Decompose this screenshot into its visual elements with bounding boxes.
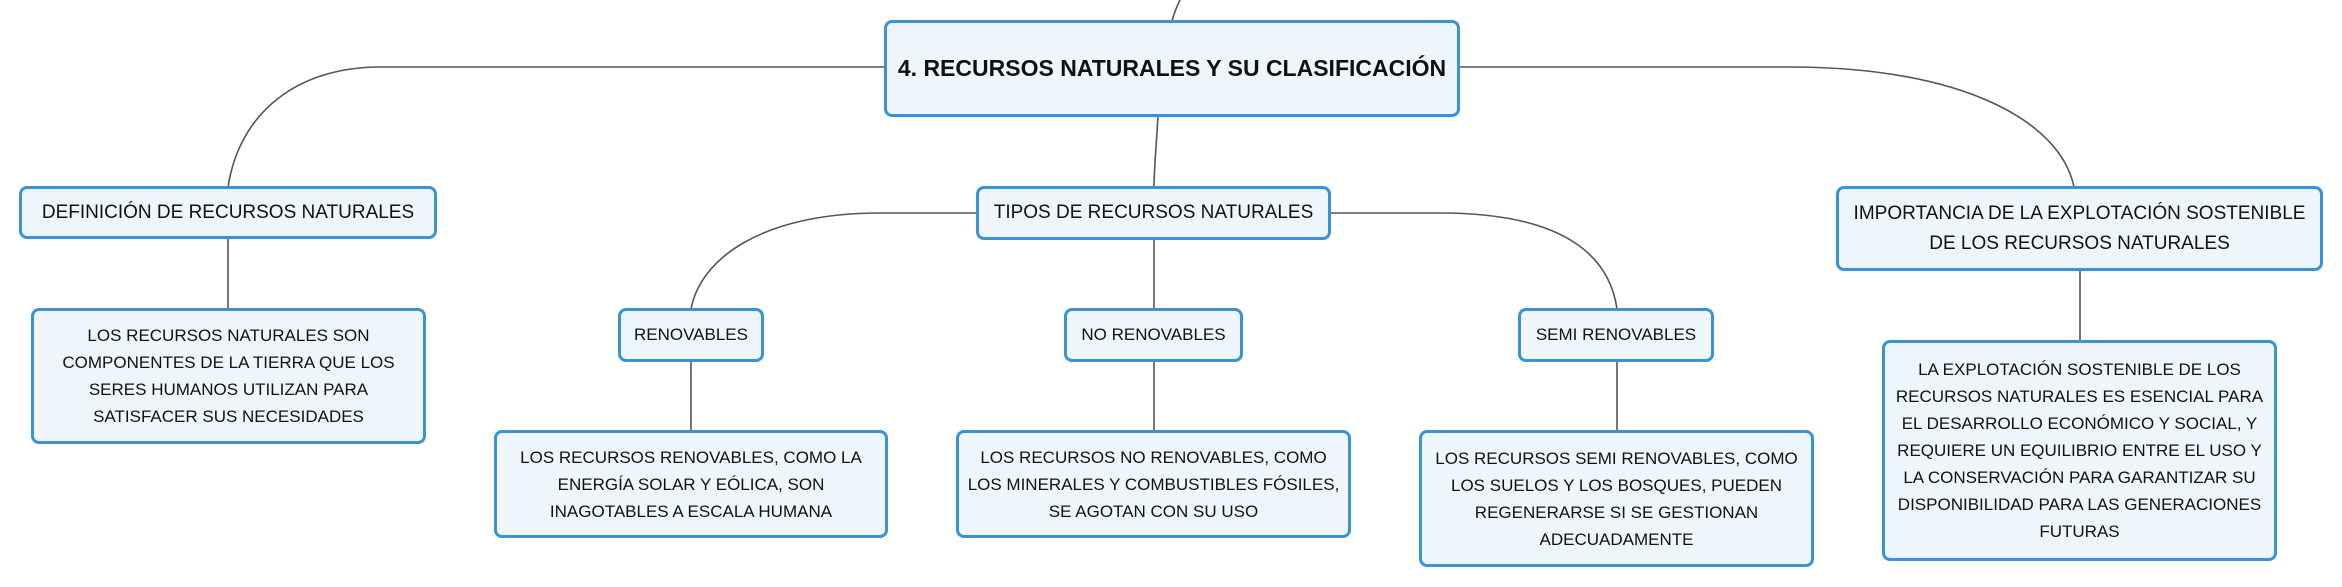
subtopic-importancia-text[interactable]: LA EXPLOTACIÓN SOSTENIBLE DE LOS RECURSO… bbox=[1882, 340, 2277, 561]
connector-tipos-to-renovables bbox=[690, 212, 977, 310]
topic-definicion[interactable]: DEFINICIÓN DE RECURSOS NATURALES bbox=[19, 186, 437, 239]
root-topic[interactable]: 4. RECURSOS NATURALES Y SU CLASIFICACIÓN bbox=[884, 20, 1460, 117]
subtopic-no-renovables-text-label: LOS RECURSOS NO RENOVABLES, COMO LOS MIN… bbox=[967, 447, 1340, 521]
topic-tipos[interactable]: TIPOS DE RECURSOS NATURALES bbox=[976, 186, 1331, 240]
subtopic-renovables-text[interactable]: LOS RECURSOS RENOVABLES, COMO LA ENERGÍA… bbox=[494, 430, 888, 538]
subtopic-no-renovables-label: NO RENOVABLES bbox=[1081, 325, 1226, 344]
subtopic-renovables-label: RENOVABLES bbox=[633, 325, 748, 344]
connector-root-to-importancia bbox=[1458, 66, 2075, 188]
topic-importancia-label: IMPORTANCIA DE LA EXPLOTACIÓN SOSTENIBLE… bbox=[1853, 202, 2306, 254]
subtopic-semi-renovables[interactable]: SEMI RENOVABLES bbox=[1518, 308, 1714, 362]
subtopic-no-renovables[interactable]: NO RENOVABLES bbox=[1064, 308, 1243, 362]
subtopic-semi-renovables-text[interactable]: LOS RECURSOS SEMI RENOVABLES, COMO LOS S… bbox=[1419, 430, 1814, 567]
subtopic-renovables[interactable]: RENOVABLES bbox=[618, 308, 764, 362]
subtopic-definicion-text[interactable]: LOS RECURSOS NATURALES SON COMPONENTES D… bbox=[31, 308, 426, 444]
connector-root-to-definicion bbox=[227, 66, 884, 188]
subtopic-importancia-text-label: LA EXPLOTACIÓN SOSTENIBLE DE LOS RECURSO… bbox=[1895, 360, 2264, 541]
connector-tipos-to-semi-renovables bbox=[1330, 212, 1618, 310]
topic-importancia[interactable]: IMPORTANCIA DE LA EXPLOTACIÓN SOSTENIBLE… bbox=[1836, 186, 2323, 271]
connector-parent-to-root bbox=[1171, 0, 1181, 22]
root-topic-label: 4. RECURSOS NATURALES Y SU CLASIFICACIÓN bbox=[897, 55, 1447, 81]
topic-tipos-label: TIPOS DE RECURSOS NATURALES bbox=[993, 202, 1314, 223]
topic-definicion-label: DEFINICIÓN DE RECURSOS NATURALES bbox=[41, 201, 415, 223]
subtopic-no-renovables-text[interactable]: LOS RECURSOS NO RENOVABLES, COMO LOS MIN… bbox=[956, 430, 1351, 538]
subtopic-semi-renovables-label: SEMI RENOVABLES bbox=[1535, 325, 1697, 344]
subtopic-definicion-text-label: LOS RECURSOS NATURALES SON COMPONENTES D… bbox=[62, 326, 395, 426]
connector-root-to-tipos bbox=[1153, 115, 1159, 188]
subtopic-semi-renovables-text-label: LOS RECURSOS SEMI RENOVABLES, COMO LOS S… bbox=[1435, 448, 1798, 549]
subtopic-renovables-text-label: LOS RECURSOS RENOVABLES, COMO LA ENERGÍA… bbox=[520, 447, 862, 521]
